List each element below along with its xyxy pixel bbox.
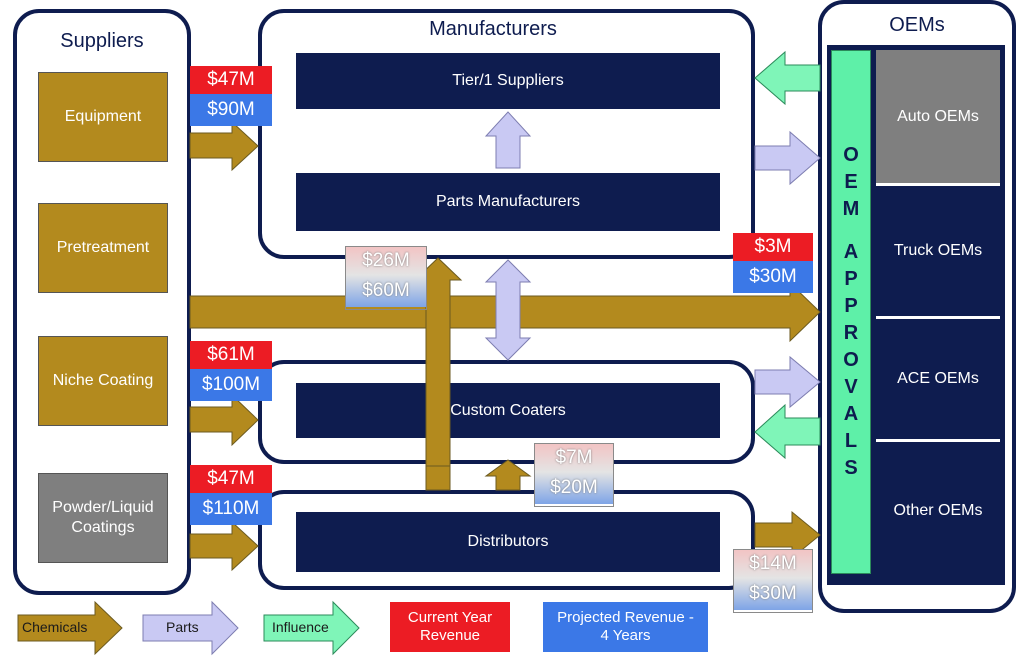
revenue-badge-coater-distributor: $7M $20M: [534, 443, 614, 507]
supplier-powder-liquid-coatings: Powder/Liquid Coatings: [38, 473, 168, 563]
parts-arrow: [484, 259, 532, 361]
suppliers-title: Suppliers: [60, 30, 144, 52]
approval-letter: P: [844, 268, 858, 290]
manufacturers-title: Manufacturers: [429, 18, 557, 40]
legend-parts-label: Parts: [166, 619, 199, 635]
approval-letter: A: [843, 241, 859, 263]
chemicals-arrow: [189, 393, 259, 447]
chemicals-arrow: [189, 520, 259, 572]
oem-divider: [876, 439, 1000, 442]
oem-divider: [876, 183, 1000, 186]
approval-letter: M: [842, 198, 860, 220]
oems-title: OEMs: [889, 14, 945, 36]
approval-letter: O: [843, 349, 859, 371]
legend-influence-label: Influence: [272, 619, 329, 635]
influence-arrow: [754, 403, 821, 460]
revenue-badge-manufacturers-left: $26M $60M: [345, 246, 427, 310]
approval-letter: P: [844, 295, 858, 317]
projected-revenue: $100M: [190, 369, 272, 401]
oem-truck: Truck OEMs: [893, 242, 983, 259]
approval-letter: V: [844, 376, 858, 398]
supplier-equipment: Equipment: [38, 72, 168, 162]
legend-current-revenue: Current Year Revenue: [390, 602, 510, 652]
distributors-box: Distributors: [296, 512, 720, 572]
projected-revenue: $90M: [190, 94, 272, 126]
approval-letter: S: [844, 457, 858, 479]
legend-influence-arrow: [263, 600, 360, 656]
approval-letter: A: [843, 403, 859, 425]
parts-arrow: [754, 355, 821, 409]
tier1-suppliers-box: Tier/1 Suppliers: [296, 53, 720, 109]
chemicals-arrow: [425, 465, 451, 491]
parts-arrow: [484, 111, 532, 169]
chemicals-arrow: [754, 510, 821, 560]
revenue-badge-distributor-oem: $14M $30M: [733, 549, 813, 613]
revenue-badge-powder: $47M $110M: [190, 465, 272, 529]
supplier-pretreatment: Pretreatment: [38, 203, 168, 293]
oem-ace: ACE OEMs: [897, 370, 979, 387]
current-revenue: $26M: [346, 247, 426, 275]
legend-chemicals-label: Chemicals: [22, 619, 88, 635]
oem-other: Other OEMs: [893, 502, 983, 519]
projected-revenue: $20M: [535, 472, 613, 504]
approval-letter: O: [843, 144, 859, 166]
chemicals-arrow: [484, 459, 532, 491]
oem-divider: [876, 316, 1000, 319]
projected-revenue: $60M: [346, 275, 426, 307]
revenue-badge-niche: $61M $100M: [190, 341, 272, 405]
supplier-niche-coating: Niche Coating: [38, 336, 168, 426]
oem-auto: Auto OEMs: [876, 50, 1000, 183]
projected-revenue: $110M: [190, 493, 272, 525]
legend-parts-arrow: [142, 600, 239, 656]
custom-coaters-box: Custom Coaters: [296, 383, 720, 438]
legend-projected-revenue: Projected Revenue - 4 Years: [543, 602, 708, 652]
chemicals-arrow: [189, 120, 259, 172]
current-revenue: $3M: [733, 233, 813, 261]
revenue-badge-equipment: $47M $90M: [190, 66, 272, 130]
legend-chemicals-arrow: [17, 600, 123, 656]
approval-letter: R: [843, 322, 859, 344]
projected-revenue: $30M: [733, 261, 813, 293]
parts-arrow: [754, 130, 821, 186]
revenue-badge-manufacturers-oem: $3M $30M: [733, 233, 813, 297]
current-revenue: $47M: [190, 465, 272, 493]
influence-arrow: [754, 50, 821, 106]
current-revenue: $14M: [734, 550, 812, 578]
current-revenue: $47M: [190, 66, 272, 94]
approval-letter: E: [844, 171, 858, 193]
parts-manufacturers-box: Parts Manufacturers: [296, 173, 720, 231]
current-revenue: $61M: [190, 341, 272, 369]
approval-letter: L: [844, 430, 858, 452]
current-revenue: $7M: [535, 444, 613, 472]
projected-revenue: $30M: [734, 578, 812, 610]
